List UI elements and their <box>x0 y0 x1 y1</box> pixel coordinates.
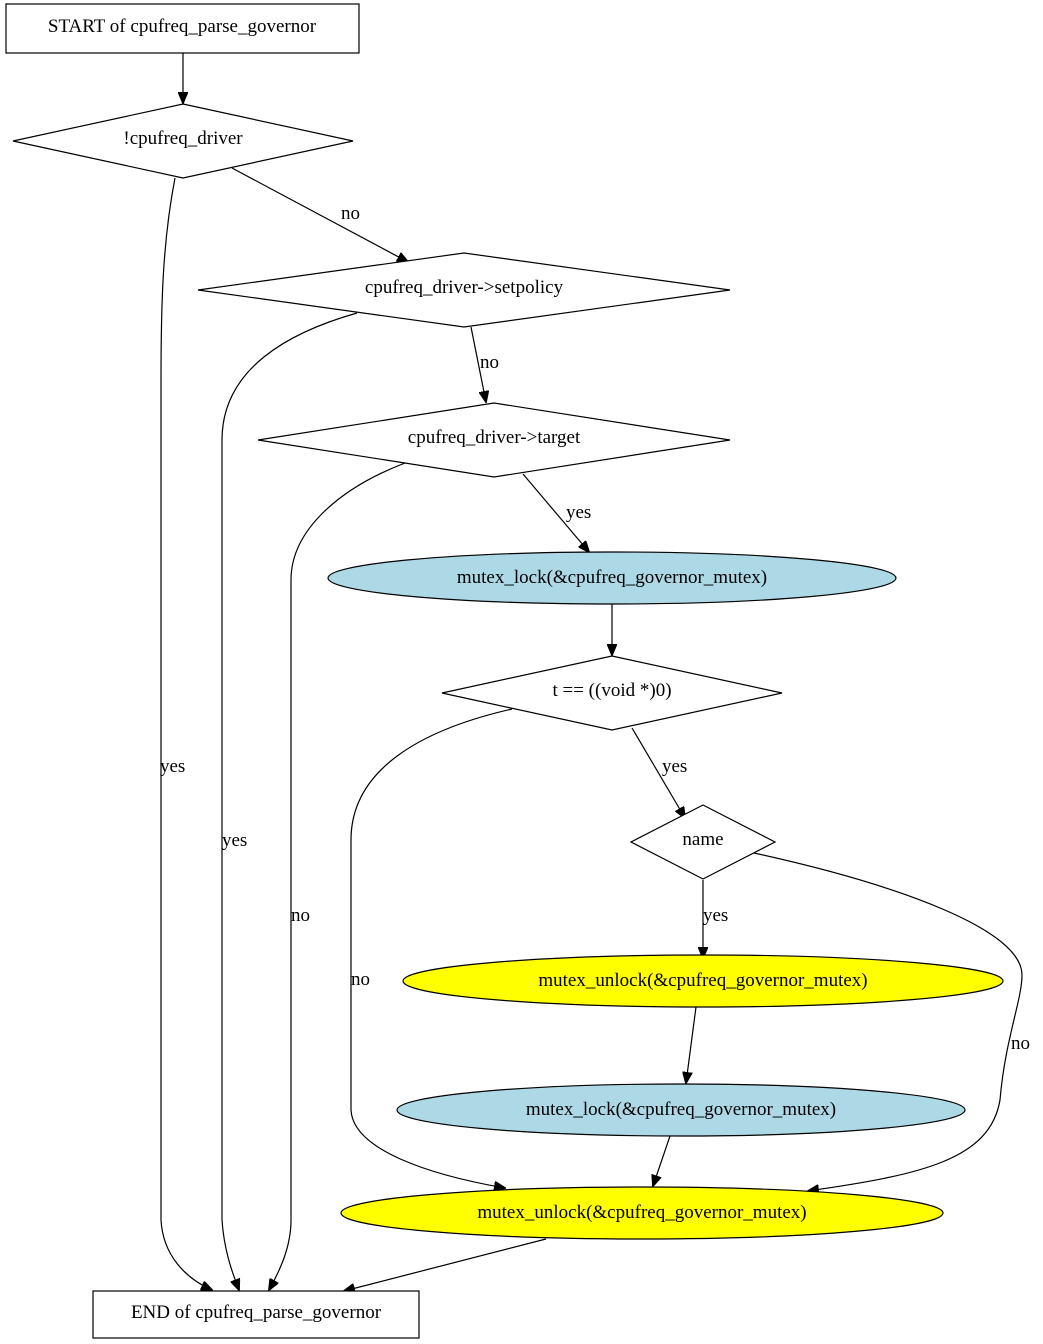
label-target-yes: yes <box>566 502 591 523</box>
mutex-lock-node-1-label: mutex_lock(&cpufreq_governor_mutex) <box>457 567 767 588</box>
edge-setpolicy-yes-to-end <box>221 312 358 1290</box>
edges <box>160 53 1023 1291</box>
nodes: START of cpufreq_parse_governor !cpufreq… <box>5 3 1004 1339</box>
mutex-lock-node-2-label: mutex_lock(&cpufreq_governor_mutex) <box>526 1099 836 1120</box>
mutex-unlock-node-2-label: mutex_unlock(&cpufreq_governor_mutex) <box>477 1202 806 1223</box>
decision-driver: !cpufreq_driver <box>12 103 354 179</box>
decision-setpolicy-label: cpufreq_driver->setpolicy <box>365 277 564 298</box>
edge-name-no-to-unlock2 <box>753 852 1023 1191</box>
mutex-lock-node-1: mutex_lock(&cpufreq_governor_mutex) <box>327 551 897 605</box>
label-setpolicy-no: no <box>480 352 499 373</box>
edge-lock2-to-unlock2 <box>653 1135 671 1186</box>
decision-name: name <box>629 804 777 880</box>
end-node: END of cpufreq_parse_governor <box>92 1290 420 1339</box>
decision-target-label: cpufreq_driver->target <box>408 427 581 448</box>
edge-driver-yes-to-end <box>160 177 212 1290</box>
edge-labels: no yes no yes yes no yes no yes no <box>160 203 1030 1054</box>
label-name-no: no <box>1011 1033 1030 1054</box>
label-driver-no: no <box>341 203 360 224</box>
mutex-unlock-node-1: mutex_unlock(&cpufreq_governor_mutex) <box>402 954 1004 1008</box>
decision-name-label: name <box>682 829 723 850</box>
decision-t-label: t == ((void *)0) <box>552 680 671 701</box>
start-node-label: START of cpufreq_parse_governor <box>48 16 317 37</box>
edge-unlock1-to-lock2 <box>686 1006 697 1083</box>
decision-t: t == ((void *)0) <box>441 655 783 731</box>
label-t-no: no <box>351 969 370 990</box>
edge-unlock2-to-end <box>344 1238 547 1291</box>
decision-setpolicy: cpufreq_driver->setpolicy <box>197 252 731 328</box>
edge-target-no-to-end <box>269 462 406 1290</box>
label-t-yes: yes <box>662 756 687 777</box>
edge-t-yes-to-name <box>631 727 685 818</box>
label-name-yes: yes <box>703 905 728 926</box>
edge-setpolicy-no-to-target <box>470 326 486 402</box>
start-node: START of cpufreq_parse_governor <box>5 3 360 54</box>
mutex-lock-node-2: mutex_lock(&cpufreq_governor_mutex) <box>396 1083 966 1137</box>
mutex-unlock-node-2: mutex_unlock(&cpufreq_governor_mutex) <box>340 1186 944 1240</box>
end-node-label: END of cpufreq_parse_governor <box>131 1302 382 1323</box>
decision-target: cpufreq_driver->target <box>257 402 731 478</box>
mutex-unlock-node-1-label: mutex_unlock(&cpufreq_governor_mutex) <box>538 970 867 991</box>
label-setpolicy-yes: yes <box>222 830 247 851</box>
edge-driver-no-to-setpolicy <box>231 167 408 262</box>
label-target-no: no <box>291 905 310 926</box>
label-driver-yes: yes <box>160 756 185 777</box>
edge-target-yes-to-lock1 <box>522 473 589 552</box>
decision-driver-label: !cpufreq_driver <box>123 128 243 149</box>
edge-t-no-to-unlock2 <box>350 708 513 1188</box>
